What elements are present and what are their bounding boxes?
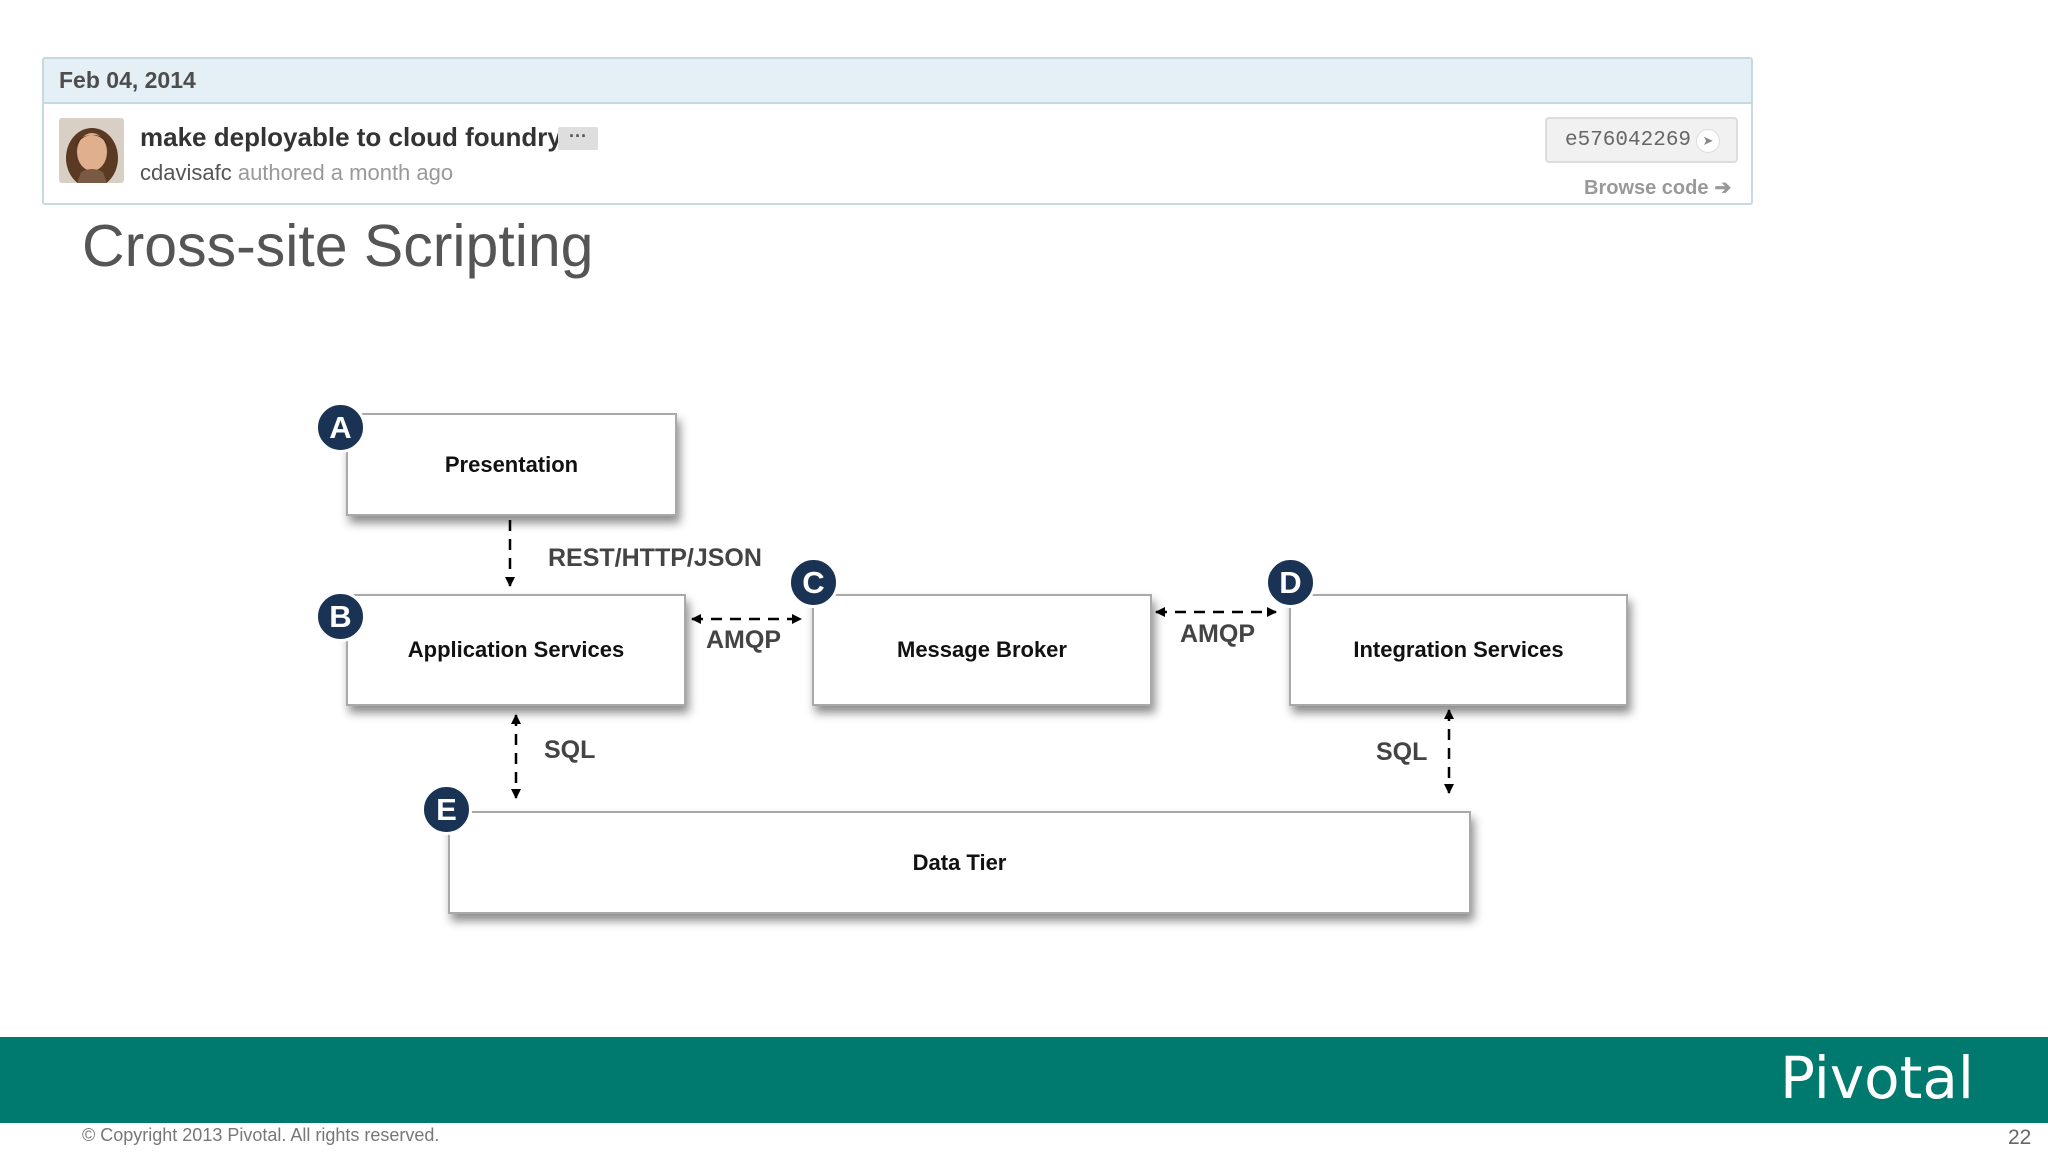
edge-label-sql-1: SQL bbox=[544, 736, 596, 764]
commit-author[interactable]: cdavisafc bbox=[140, 160, 232, 185]
badge-c: C bbox=[788, 557, 839, 608]
browse-code-link[interactable]: Browse code➔ bbox=[1584, 175, 1731, 200]
node-integration-services: Integration Services bbox=[1289, 594, 1628, 706]
commit-body: make deployable to cloud foundry ··· cda… bbox=[44, 104, 1751, 203]
commit-meta: cdavisafc authored a month ago bbox=[140, 160, 453, 186]
avatar-image bbox=[59, 118, 124, 183]
node-label: Message Broker bbox=[897, 637, 1067, 662]
copyright-text: © Copyright 2013 Pivotal. All rights res… bbox=[82, 1125, 440, 1145]
edge-label-sql-2: SQL bbox=[1376, 738, 1428, 766]
badge-e: E bbox=[421, 784, 472, 835]
commit-authored-time: authored a month ago bbox=[231, 160, 454, 185]
commit-date-header: Feb 04, 2014 bbox=[44, 59, 1751, 104]
node-label: Presentation bbox=[444, 451, 579, 477]
arrow-right-icon: ➤ bbox=[1696, 129, 1720, 153]
node-label: Integration Services bbox=[1353, 637, 1564, 662]
commit-card: Feb 04, 2014 make deployable to cloud fo… bbox=[42, 57, 1753, 205]
node-application-services: Application Services bbox=[346, 594, 686, 706]
node-data-tier: Data Tier bbox=[448, 811, 1471, 914]
page-number: 22 bbox=[2008, 1126, 2032, 1149]
node-message-broker: Message Broker bbox=[812, 594, 1152, 706]
badge-b: B bbox=[315, 591, 366, 642]
badge-d: D bbox=[1265, 557, 1316, 608]
expand-message-button[interactable]: ··· bbox=[558, 127, 598, 150]
edge-label-amqp-2: AMQP bbox=[1180, 620, 1255, 648]
commit-date: Feb 04, 2014 bbox=[59, 67, 196, 93]
edge-label-amqp-1: AMQP bbox=[706, 626, 781, 654]
browse-code-label: Browse code bbox=[1584, 177, 1709, 199]
arrow-right-icon: ➔ bbox=[1714, 177, 1732, 199]
node-label: Data Tier bbox=[912, 849, 1007, 875]
edge-label-rest: REST/HTTP/JSON bbox=[548, 544, 762, 572]
author-avatar[interactable] bbox=[59, 118, 124, 183]
node-label: Application Services bbox=[407, 637, 625, 662]
commit-message[interactable]: make deployable to cloud foundry bbox=[140, 122, 562, 152]
slide-title: Cross-site Scripting bbox=[82, 213, 594, 279]
commit-sha: e576042269 bbox=[1565, 128, 1692, 152]
footer-bar bbox=[0, 1037, 2048, 1123]
pivotal-logo: Pivotal bbox=[1780, 1044, 1975, 1112]
node-presentation: Presentation bbox=[346, 413, 677, 516]
commit-sha-button[interactable]: e576042269 ➤ bbox=[1545, 117, 1738, 163]
badge-a: A bbox=[315, 402, 366, 453]
